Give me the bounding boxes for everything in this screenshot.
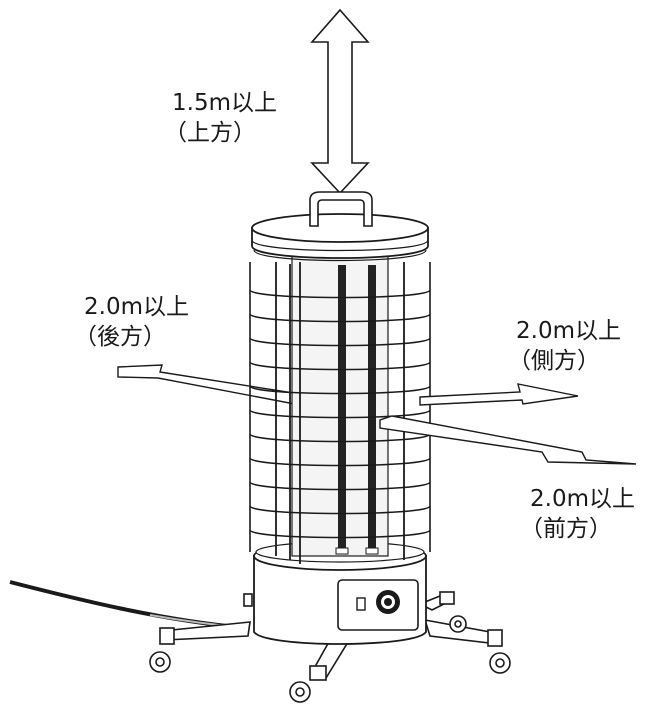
uv-tubes (335, 265, 379, 555)
top-direction: （上方） (164, 120, 256, 146)
front-direction: （前方） (520, 516, 612, 542)
side-direction: （側方） (508, 348, 600, 374)
back-direction: （後方） (74, 324, 166, 350)
casters (149, 615, 511, 703)
front-clearance-label: 2.0m以上 （前方） (520, 484, 635, 544)
back-clearance-arrow (117, 364, 301, 406)
top-distance: 1.5m以上 (172, 90, 277, 116)
cage-rings (249, 262, 431, 552)
front-clearance-arrow (379, 415, 637, 465)
up-clearance-arrow (310, 8, 370, 195)
base-legs (159, 591, 503, 681)
carry-handle[interactable] (309, 191, 373, 227)
side-clearance-label: 2.0m以上 （側方） (508, 316, 621, 376)
side-distance: 2.0m以上 (516, 318, 621, 344)
power-cord (9, 580, 247, 630)
front-distance: 2.0m以上 (530, 486, 635, 512)
back-clearance-label: 2.0m以上 （後方） (74, 292, 189, 352)
top-clearance-label: 1.5m以上 （上方） (164, 88, 277, 148)
side-clearance-arrow (419, 383, 579, 406)
lid (251, 213, 429, 262)
power-switch[interactable] (356, 597, 366, 611)
cage-bars (275, 262, 405, 564)
back-distance: 2.0m以上 (84, 294, 189, 320)
